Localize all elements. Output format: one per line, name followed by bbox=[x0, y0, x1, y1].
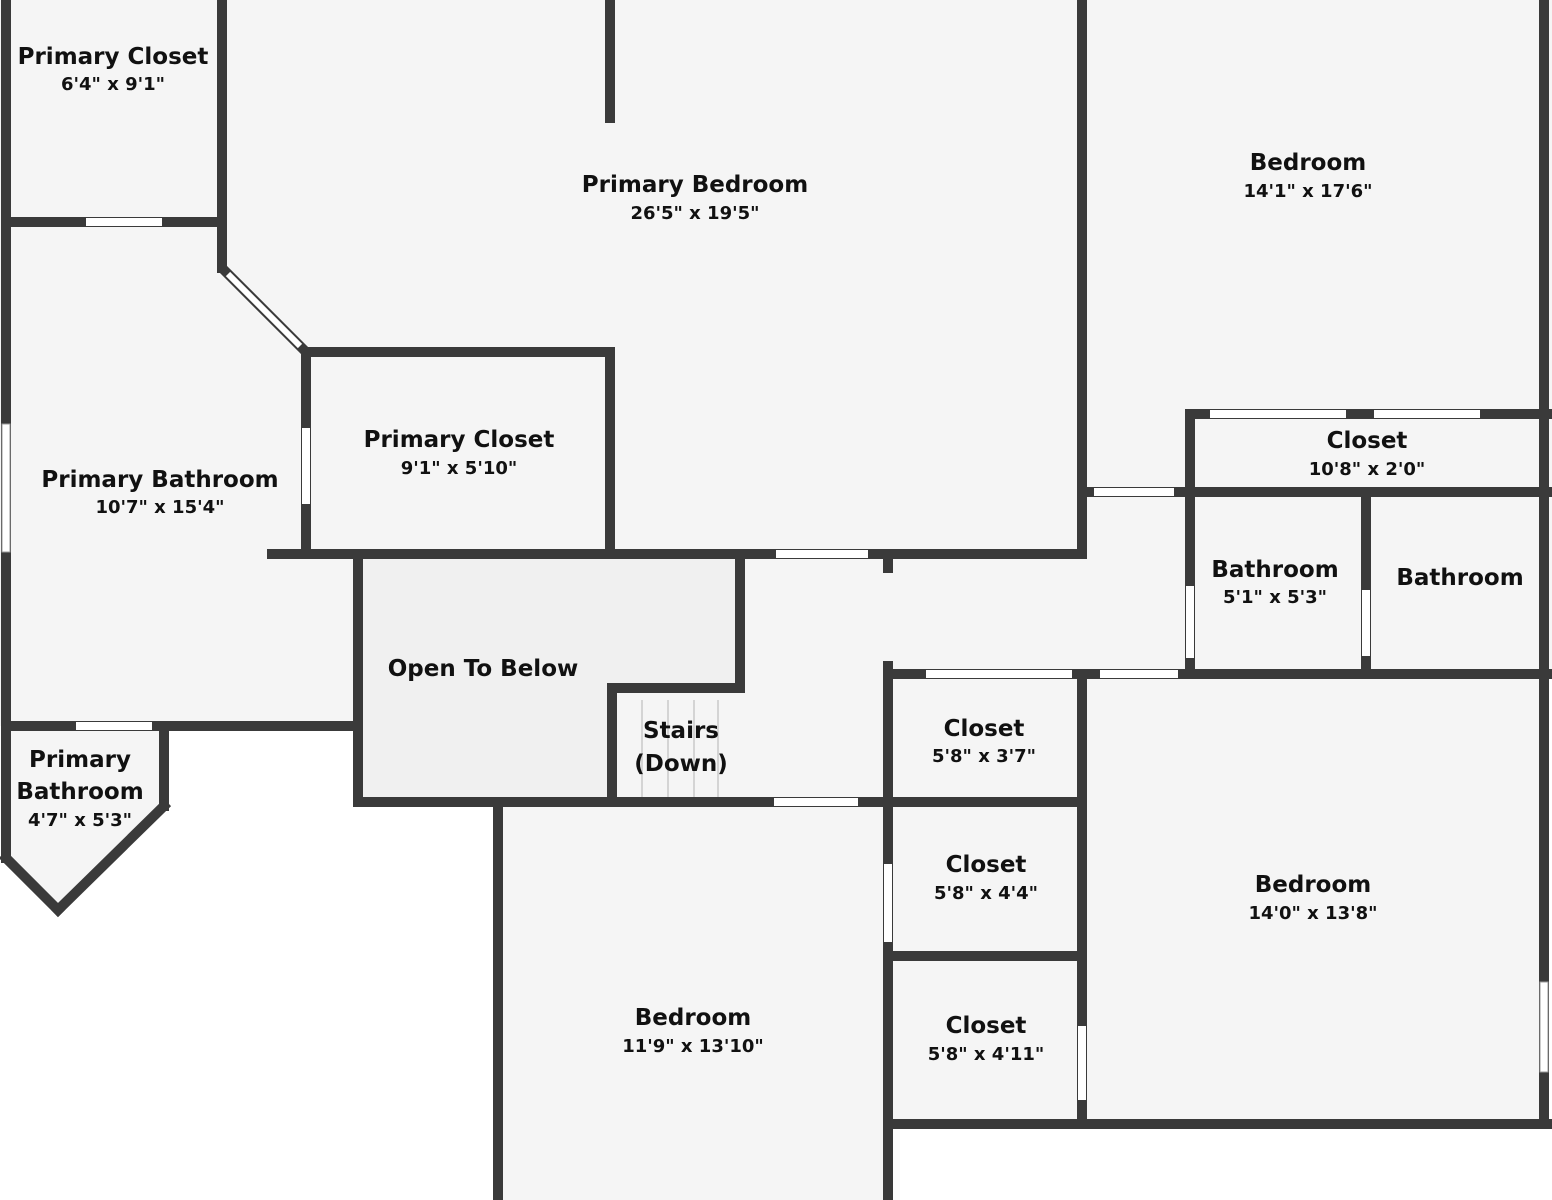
label-closet-3: Closet bbox=[946, 1013, 1027, 1039]
label-primary-closet-a: Primary Closet bbox=[18, 44, 209, 70]
floor-primary-bathroom bbox=[0, 222, 358, 726]
window-west bbox=[1, 423, 11, 553]
opening-bath-closet bbox=[302, 428, 310, 504]
opening-closet-hall-1 bbox=[1210, 410, 1346, 418]
dims-closet-1: 5'8" x 3'7" bbox=[932, 746, 1036, 767]
dims-closet-hall: 10'8" x 2'0" bbox=[1309, 459, 1426, 480]
opening-bedroom-se bbox=[1100, 670, 1178, 678]
opening-bedroom-ne bbox=[1094, 488, 1174, 496]
dims-primary-closet-a: 6'4" x 9'1" bbox=[61, 74, 165, 95]
opening-closet-hall-2 bbox=[1374, 410, 1480, 418]
label-closet-1: Closet bbox=[944, 716, 1025, 742]
stair-treads bbox=[641, 700, 719, 800]
label-bathroom-b: Bathroom bbox=[1396, 565, 1523, 591]
opening-closet-1 bbox=[926, 670, 1072, 678]
dims-primary-bathroom-small: 4'7" x 5'3" bbox=[28, 810, 132, 831]
dims-primary-closet-b: 9'1" x 5'10" bbox=[401, 458, 518, 479]
diagonal-wall bbox=[217, 263, 311, 357]
label-bedroom-s: Bedroom bbox=[635, 1005, 752, 1031]
floor-bathroom-b bbox=[1366, 492, 1552, 674]
label-primary-bedroom: Primary Bedroom bbox=[582, 172, 808, 198]
dims-primary-bathroom: 10'7" x 15'4" bbox=[95, 497, 224, 518]
dims-bedroom-s: 11'9" x 13'10" bbox=[622, 1036, 764, 1057]
opening-small-bath bbox=[76, 722, 152, 730]
opening-closet-a bbox=[86, 218, 162, 226]
dims-bedroom-ne: 14'1" x 17'6" bbox=[1243, 181, 1372, 202]
label-primary-bathroom-small-1: Primary bbox=[29, 747, 131, 773]
dims-closet-2: 5'8" x 4'4" bbox=[934, 883, 1038, 904]
floor-bedroom-s bbox=[498, 802, 888, 1200]
window-east bbox=[1539, 981, 1549, 1073]
opening-bedroom-s bbox=[774, 798, 858, 806]
floor-closet-hall bbox=[1190, 414, 1552, 492]
label-bedroom-ne: Bedroom bbox=[1250, 150, 1367, 176]
floor-closets bbox=[888, 674, 1084, 1124]
openings bbox=[1, 218, 1549, 1100]
label-bedroom-se: Bedroom bbox=[1255, 872, 1372, 898]
opening-closet-3 bbox=[1078, 1026, 1086, 1100]
opening-bathroom-b bbox=[1362, 590, 1370, 656]
dims-primary-bedroom: 26'5" x 19'5" bbox=[630, 203, 759, 224]
floor-primary-closet-b bbox=[306, 352, 610, 554]
floor-bedroom-se bbox=[1084, 674, 1546, 1124]
opening-bathroom-a bbox=[1186, 586, 1194, 658]
label-open-to-below: Open To Below bbox=[388, 656, 579, 682]
label-stairs: Stairs bbox=[643, 718, 719, 744]
room-labels: Primary Closet 6'4" x 9'1" Primary Bedro… bbox=[16, 44, 1523, 1065]
label-primary-bathroom: Primary Bathroom bbox=[41, 467, 278, 493]
label-closet-hall: Closet bbox=[1327, 428, 1408, 454]
label-primary-closet-b: Primary Closet bbox=[364, 427, 555, 453]
dims-bathroom-a: 5'1" x 5'3" bbox=[1223, 587, 1327, 608]
label-stairs-direction: (Down) bbox=[634, 751, 728, 777]
label-closet-2: Closet bbox=[946, 852, 1027, 878]
opening-bedroom-hall bbox=[776, 550, 868, 558]
dims-bedroom-se: 14'0" x 13'8" bbox=[1248, 903, 1377, 924]
dims-closet-3: 5'8" x 4'11" bbox=[928, 1044, 1045, 1065]
label-bathroom-a: Bathroom bbox=[1211, 557, 1338, 583]
floor-bathroom-a bbox=[1190, 492, 1366, 674]
opening-closet-2 bbox=[884, 864, 892, 942]
floor-primary-bathroom-small bbox=[6, 726, 164, 910]
label-primary-bathroom-small-2: Bathroom bbox=[16, 779, 143, 805]
floor-stairs bbox=[612, 688, 740, 802]
floor-primary-closet-a bbox=[0, 0, 222, 222]
